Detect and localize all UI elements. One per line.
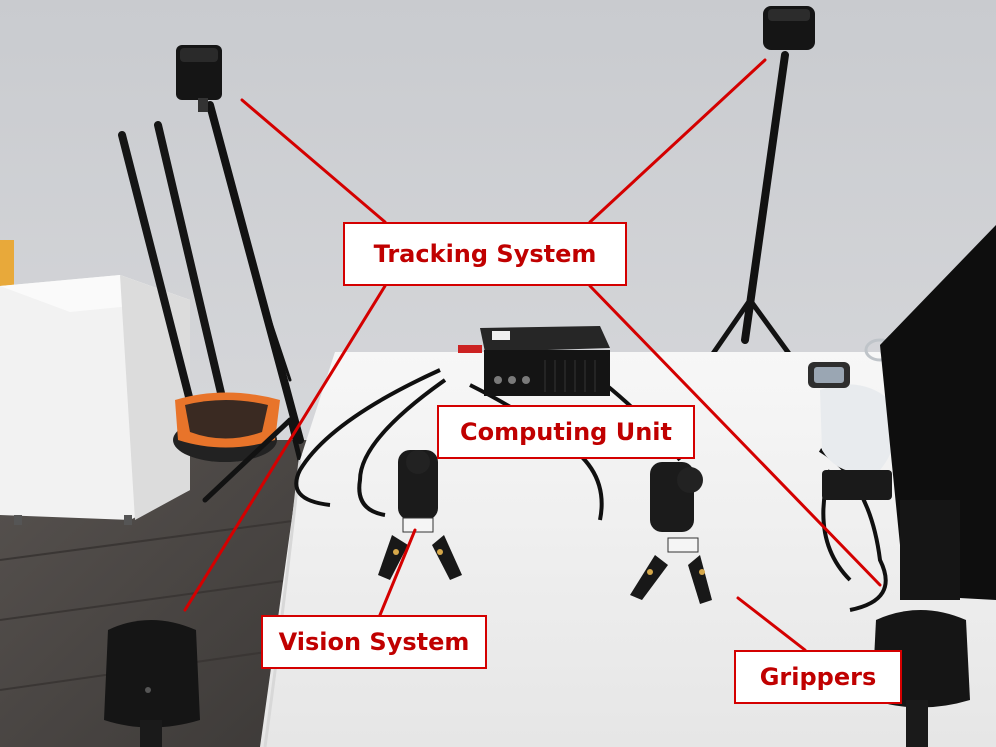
tracking-sensor-bottom-left <box>104 620 200 747</box>
line-tracking-to-bottom-left <box>183 284 387 612</box>
grippers-label: Grippers <box>734 650 902 704</box>
tracking-tripod-right <box>709 51 793 358</box>
gripper-right <box>630 462 712 604</box>
monitor <box>880 225 996 600</box>
white-cabinet <box>0 275 190 525</box>
spare-poles <box>118 121 229 444</box>
vision-system-label: Vision System <box>261 615 487 669</box>
line-grippers-to-gripper <box>736 596 807 652</box>
computing-unit-label: Computing Unit <box>437 405 695 459</box>
tracking-sensor-top-left <box>176 45 222 112</box>
line-tracking-to-top-right <box>588 58 767 224</box>
tracking-sensor-top-right <box>763 6 815 50</box>
orange-wall-panel <box>0 240 14 300</box>
line-vision-to-camera <box>378 528 417 617</box>
computing-unit-box <box>458 326 610 396</box>
tablecloth-fold <box>263 459 302 747</box>
orange-bag <box>173 392 280 462</box>
tracking-system-label: Tracking System <box>343 222 627 286</box>
line-tracking-to-top-left <box>240 98 387 224</box>
line-tracking-to-bottom-right <box>588 284 882 587</box>
power-adapter <box>822 470 892 500</box>
gripper-left <box>378 450 462 580</box>
